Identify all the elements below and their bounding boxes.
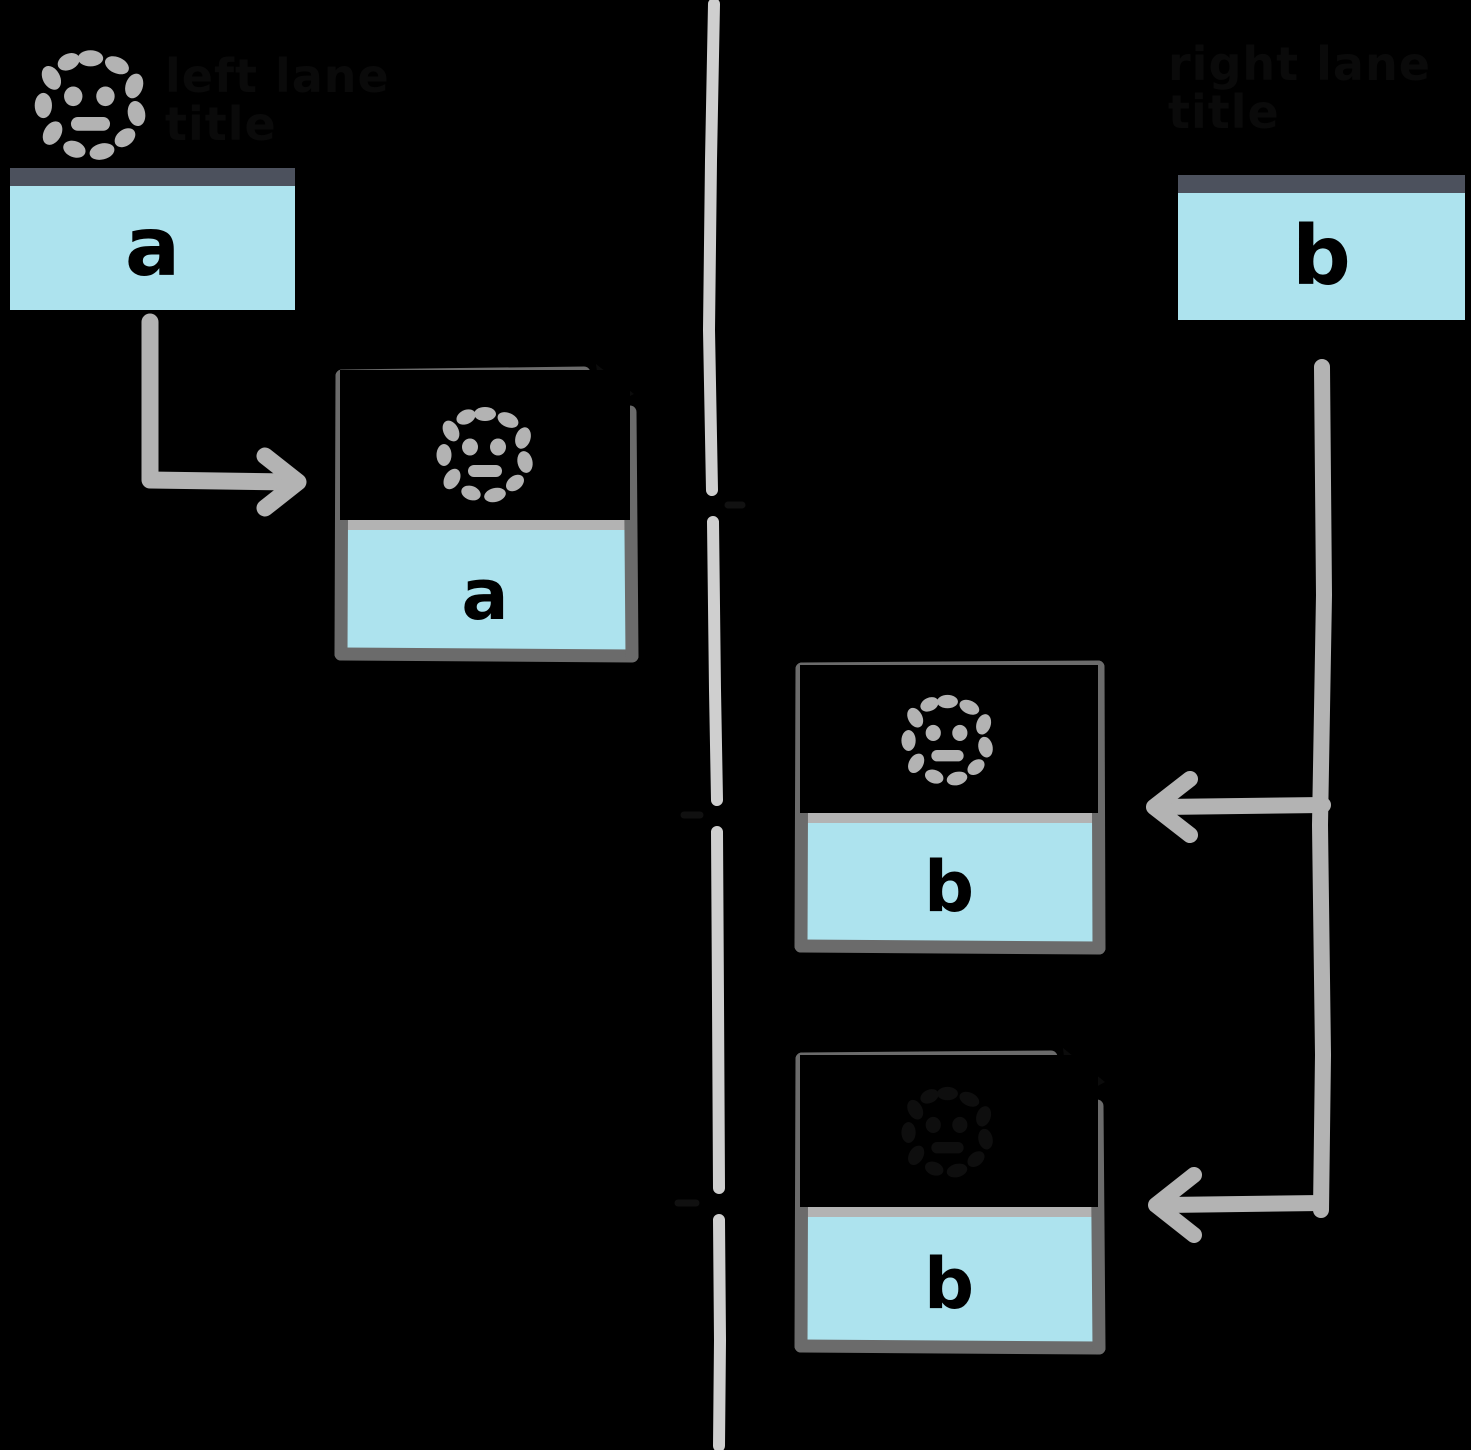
- target-card-b-1[interactable]: b: [794, 660, 1106, 955]
- card-divider: [800, 1207, 1098, 1217]
- card-body: a: [340, 530, 630, 660]
- card-body: b: [800, 1217, 1098, 1350]
- card-cap: [1178, 175, 1465, 193]
- card-icon-area: [800, 665, 1098, 813]
- card-label: b: [923, 1242, 975, 1325]
- card-icon-area: [800, 1055, 1098, 1207]
- dotted-face-icon: [33, 48, 148, 163]
- lane-title-right: right lane title: [1168, 37, 1431, 140]
- dotted-face-icon-dim: [900, 1085, 995, 1180]
- target-card-a[interactable]: a: [334, 364, 639, 663]
- dotted-face-icon: [900, 693, 995, 788]
- source-card-b[interactable]: b: [1178, 175, 1465, 320]
- connector-a-to-a: [130, 310, 350, 540]
- card-label: b: [1292, 208, 1351, 304]
- card-body: b: [800, 823, 1098, 950]
- source-card-a[interactable]: a: [10, 168, 295, 310]
- card-divider: [800, 813, 1098, 823]
- target-card-b-2[interactable]: b: [794, 1048, 1106, 1355]
- card-icon-area: [340, 370, 630, 520]
- card-label: a: [124, 200, 181, 295]
- lane-divider: [674, 0, 750, 1450]
- connector-b-branches: [1110, 355, 1390, 1255]
- card-label: a: [461, 554, 509, 636]
- card-body: a: [10, 186, 295, 310]
- dotted-face-icon: [435, 405, 535, 505]
- card-body: b: [1178, 193, 1465, 320]
- card-label: b: [923, 845, 975, 928]
- lane-title-left: left lane title: [165, 49, 390, 152]
- card-divider: [340, 520, 630, 530]
- card-cap: [10, 168, 295, 186]
